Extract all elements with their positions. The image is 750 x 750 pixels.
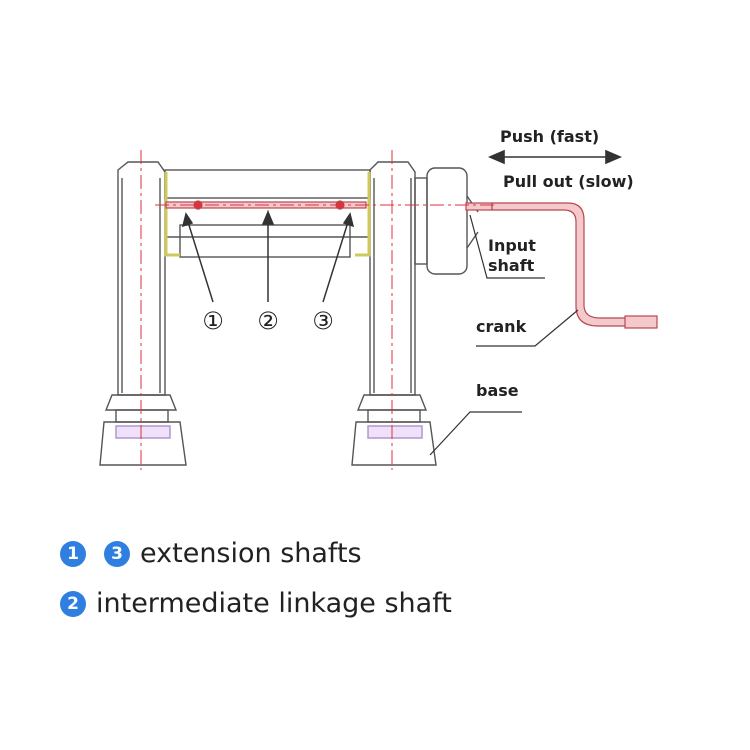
frame-outline (99, 161, 479, 466)
crank-label: crank (476, 317, 527, 336)
legend-row-linkage: 2 intermediate linkage shaft (60, 588, 452, 619)
highlight-brackets (164, 172, 371, 257)
gearbox (426, 167, 468, 275)
legend-text-extension: extension shafts (140, 538, 362, 569)
badge-1: 1 (60, 540, 86, 567)
direction-arrow (487, 149, 623, 165)
input-shaft (465, 202, 493, 211)
input-shaft-label-line1: Input (488, 236, 536, 255)
top-beam (164, 169, 371, 199)
callout-leaders (181, 210, 355, 303)
pull-label: Pull out (slow) (503, 172, 634, 191)
base-highlights (115, 425, 423, 439)
legend-text-linkage: intermediate linkage shaft (96, 588, 452, 619)
crank-grip (624, 315, 658, 329)
lower-beam (179, 224, 351, 258)
input-shaft-label-line2: shaft (488, 256, 535, 275)
badge-3: 3 (104, 540, 130, 567)
callout-1: ① (202, 307, 224, 335)
legend-row-extension: 1 3 extension shafts (60, 538, 362, 569)
callout-3: ③ (312, 307, 334, 335)
label-leaders (429, 214, 579, 456)
base-label: base (476, 381, 519, 400)
badge-2: 2 (60, 590, 86, 617)
callout-2: ② (257, 307, 279, 335)
push-label: Push (fast) (500, 127, 599, 146)
